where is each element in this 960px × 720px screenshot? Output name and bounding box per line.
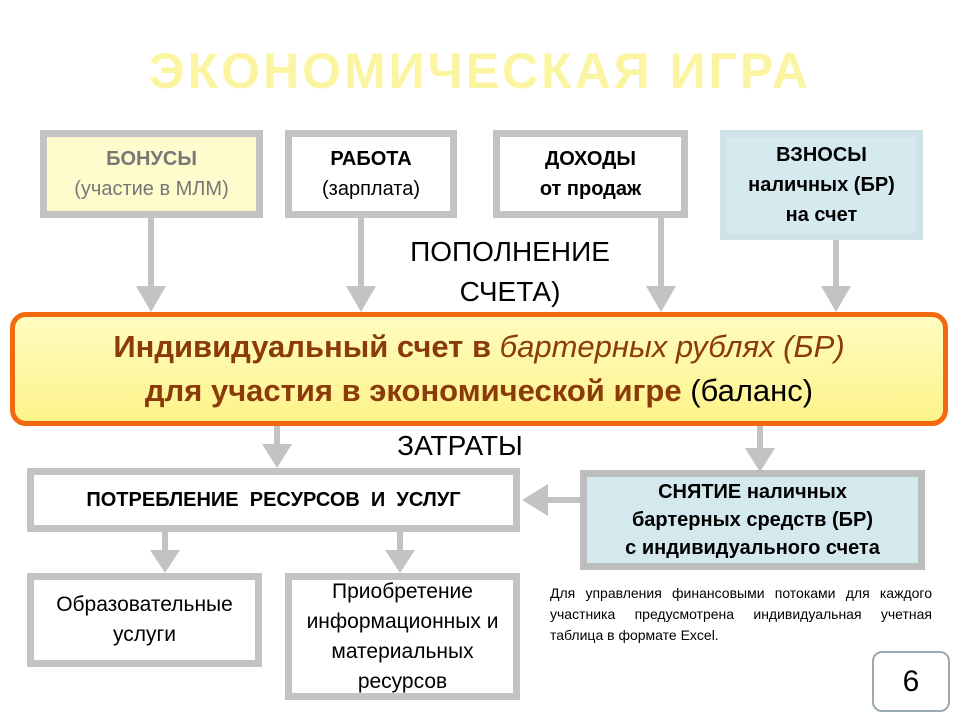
note-text: Для управления финансовыми потоками для … — [550, 585, 932, 643]
consumption-text: ПОТРЕБЛЕНИЕ РЕСУРСОВ И УСЛУГ — [86, 489, 461, 511]
work-subtitle: (зарплата) — [322, 178, 420, 200]
source-bonuses: БОНУСЫ (участие в МЛМ) — [40, 130, 263, 218]
deposits-subtitle2: на счет — [785, 204, 858, 226]
withdrawal-box: СНЯТИЕ наличных бартерных средств (БР) с… — [580, 470, 925, 570]
replenish-label: ПОПОЛНЕНИЕ СЧЕТА) — [390, 232, 630, 312]
slide-title: ЭКОНОМИЧЕСКАЯ ИГРА — [149, 43, 811, 99]
bonuses-subtitle: (участие в МЛМ) — [74, 178, 229, 200]
sales-subtitle: от продаж — [539, 178, 642, 200]
individual-account: Индивидуальный счет в бартерных рублях (… — [10, 312, 948, 426]
education-text: Образовательные услуги — [56, 593, 233, 646]
work-title: РАБОТА — [330, 148, 412, 170]
withdrawal-line3: с индивидуального счета — [625, 537, 880, 559]
costs-label: ЗАТРАТЫ — [397, 430, 523, 461]
account-line1-italic: бартерных рублях (БР) — [499, 329, 845, 364]
withdrawal-line1-bold: СНЯТИЕ — [658, 481, 742, 503]
purchase-text: Приобретение информационных и материальн… — [306, 579, 499, 693]
withdrawal-line1-rest: наличных — [741, 481, 847, 503]
bonuses-title: БОНУСЫ — [106, 148, 197, 170]
withdrawal-line2: бартерных средств (БР) — [631, 509, 874, 531]
replenish-line2: СЧЕТА) — [459, 276, 561, 307]
consumption-box: ПОТРЕБЛЕНИЕ РЕСУРСОВ И УСЛУГ — [27, 468, 520, 532]
page-number: 6 — [872, 651, 950, 712]
source-sales: ДОХОДЫ от продаж — [493, 130, 688, 218]
account-line1-bold: Индивидуальный счет в — [113, 329, 500, 364]
deposits-title: ВЗНОСЫ — [776, 144, 867, 166]
account-line2-bold: для участия в экономической игре — [144, 373, 691, 408]
source-deposits: ВЗНОСЫ наличных (БР) на счет — [720, 130, 923, 240]
account-line2-normal: (баланс) — [690, 373, 814, 408]
source-work: РАБОТА (зарплата) — [285, 130, 457, 218]
education-box: Образовательные услуги — [27, 573, 262, 667]
sales-title: ДОХОДЫ — [545, 148, 636, 170]
purchase-box: Приобретение информационных и материальн… — [285, 573, 520, 700]
deposits-subtitle: наличных (БР) — [748, 174, 895, 196]
replenish-line1: ПОПОЛНЕНИЕ — [410, 236, 610, 267]
